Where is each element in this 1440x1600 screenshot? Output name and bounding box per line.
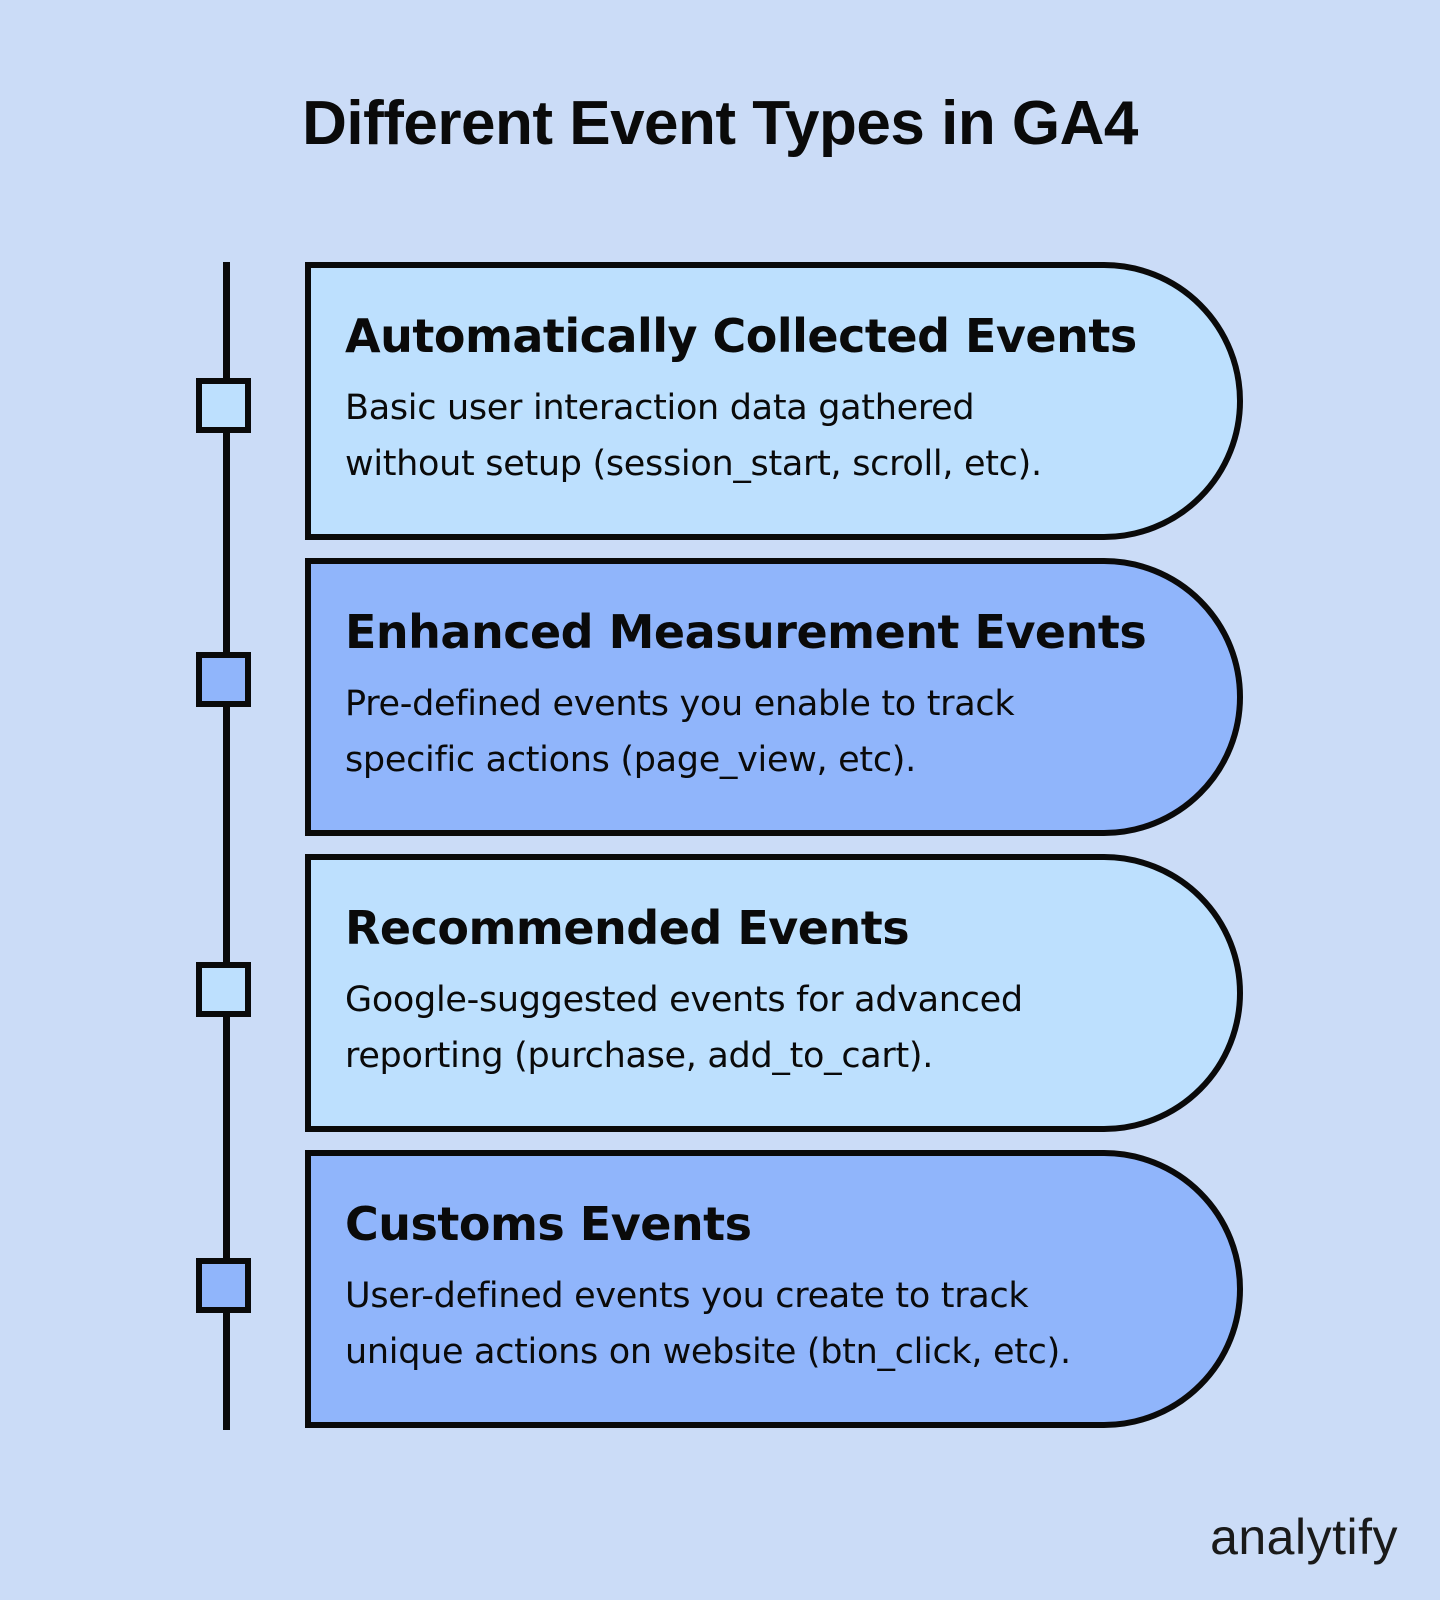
event-card-automatically-collected: Automatically Collected Events Basic use… [305, 262, 1243, 540]
event-card-title: Recommended Events [345, 901, 910, 955]
timeline-marker [196, 378, 251, 433]
event-card-title: Automatically Collected Events [345, 309, 1137, 363]
event-card-custom: Customs Events User-defined events you c… [305, 1150, 1243, 1428]
timeline-marker [196, 652, 251, 707]
timeline-marker [196, 962, 251, 1017]
timeline-line [223, 262, 230, 1430]
event-card-title: Enhanced Measurement Events [345, 605, 1147, 659]
event-card-description: Google-suggested events for advanced rep… [345, 972, 1237, 1084]
event-card-title: Customs Events [345, 1197, 752, 1251]
event-card-description-line: Pre-defined events you enable to track [345, 684, 1015, 724]
event-card-description-line: Google-suggested events for advanced [345, 980, 1023, 1020]
event-card-description-line: unique actions on website (btn_click, et… [345, 1332, 1071, 1372]
page-title: Different Event Types in GA4 [302, 89, 1138, 158]
event-card-description: Pre-defined events you enable to track s… [345, 676, 1237, 788]
event-card-description: Basic user interaction data gathered wit… [345, 380, 1237, 492]
brand-logo: analytify [1210, 1509, 1398, 1565]
event-card-enhanced-measurement: Enhanced Measurement Events Pre-defined … [305, 558, 1243, 836]
event-card-description: User-defined events you create to track … [345, 1268, 1237, 1380]
event-card-description-line: Basic user interaction data gathered [345, 388, 975, 428]
event-card-description-line: without setup (session_start, scroll, et… [345, 444, 1042, 484]
event-card-description-line: reporting (purchase, add_to_cart). [345, 1036, 934, 1076]
event-card-description-line: User-defined events you create to track [345, 1276, 1029, 1316]
timeline-marker [196, 1258, 251, 1313]
event-card-description-line: specific actions (page_view, etc). [345, 740, 916, 780]
event-card-recommended: Recommended Events Google-suggested even… [305, 854, 1243, 1132]
